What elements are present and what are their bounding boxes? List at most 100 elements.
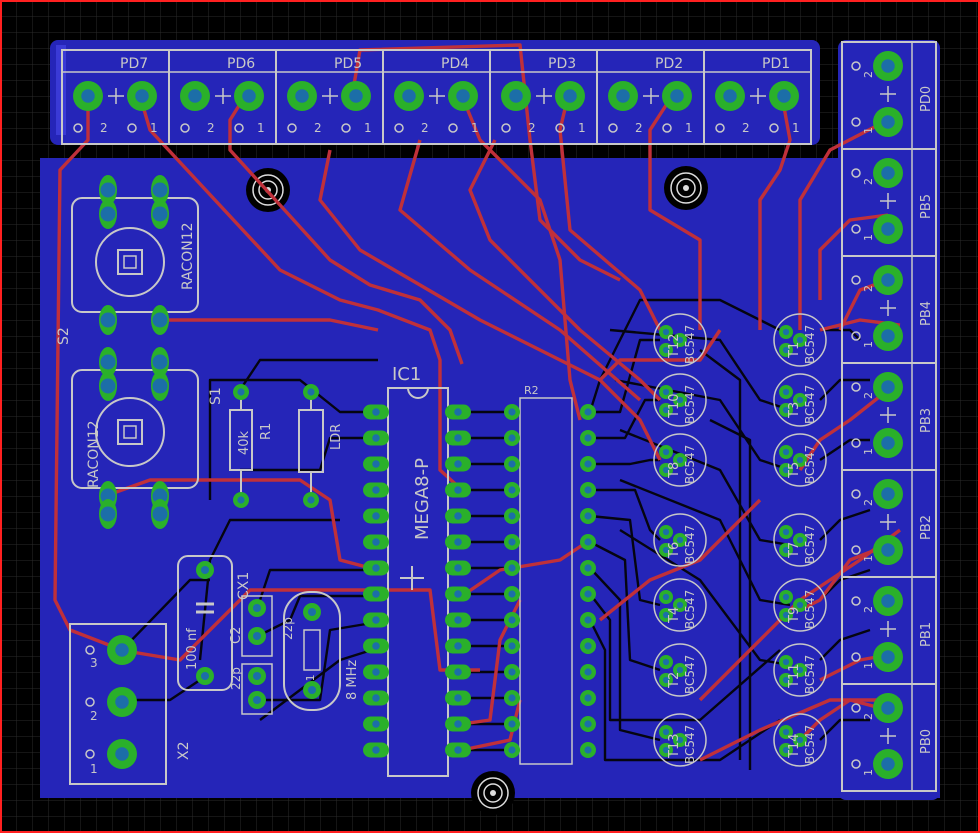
solder-pad bbox=[303, 492, 319, 508]
pin-number: 2 bbox=[862, 392, 875, 399]
pin-number: 2 bbox=[742, 121, 750, 135]
solder-pad bbox=[99, 199, 117, 229]
transistor-name: T14 bbox=[787, 734, 802, 759]
solder-pad bbox=[151, 347, 169, 377]
solder-pad bbox=[341, 81, 371, 111]
capacitor-c2 bbox=[241, 595, 273, 715]
solder-pad bbox=[873, 479, 903, 509]
transistor-part: BC547 bbox=[683, 725, 697, 764]
component-pads bbox=[85, 175, 596, 769]
solder-pad bbox=[659, 385, 673, 399]
pin-number: 2 bbox=[862, 606, 875, 613]
transistor-part: BC547 bbox=[683, 590, 697, 629]
header-label: PB0 bbox=[919, 729, 934, 754]
solder-pad bbox=[363, 664, 389, 680]
header-label: PD2 bbox=[655, 56, 683, 72]
transistor-part: BC547 bbox=[683, 385, 697, 424]
solder-pad bbox=[107, 739, 137, 769]
solder-pad bbox=[793, 533, 807, 547]
mounting-holes bbox=[246, 166, 708, 815]
solder-pad bbox=[504, 586, 520, 602]
pin-marker bbox=[85, 749, 95, 759]
solder-pad bbox=[779, 608, 793, 622]
transistor-name: T7 bbox=[787, 542, 802, 559]
transistor-name: T9 bbox=[787, 607, 802, 624]
solder-pad bbox=[363, 560, 389, 576]
transistor-part: BC547 bbox=[803, 655, 817, 694]
transistor-part: BC547 bbox=[803, 525, 817, 564]
transistor-name: T5 bbox=[787, 462, 802, 479]
pin-number: 2 bbox=[421, 121, 429, 135]
header-label: PD5 bbox=[334, 56, 362, 72]
r2-name: R2 bbox=[524, 384, 539, 397]
solder-pad bbox=[873, 321, 903, 351]
transistor-name: T13 bbox=[667, 734, 682, 759]
solder-pad bbox=[779, 743, 793, 757]
solder-pad bbox=[99, 175, 117, 205]
solder-pad bbox=[363, 690, 389, 706]
solder-pad bbox=[580, 690, 596, 706]
solder-pad bbox=[659, 343, 673, 357]
solder-pad bbox=[99, 305, 117, 335]
ic1-name: IC1 bbox=[392, 364, 421, 385]
solder-pad bbox=[580, 716, 596, 732]
solder-pad bbox=[504, 690, 520, 706]
pin-number: 1 bbox=[862, 127, 875, 134]
solder-pad bbox=[659, 525, 673, 539]
solder-pad bbox=[504, 508, 520, 524]
solder-pad bbox=[873, 265, 903, 295]
solder-pad bbox=[873, 535, 903, 565]
s2-part: RACON12 bbox=[180, 222, 196, 290]
solder-pad bbox=[779, 725, 793, 739]
solder-pad bbox=[779, 525, 793, 539]
solder-pad bbox=[107, 635, 137, 665]
solder-pad bbox=[659, 543, 673, 557]
solder-pad bbox=[363, 638, 389, 654]
solder-pad bbox=[445, 586, 471, 602]
solder-pad bbox=[445, 404, 471, 420]
solder-pad bbox=[659, 608, 673, 622]
pin-number: 2 bbox=[862, 499, 875, 506]
solder-pad bbox=[445, 612, 471, 628]
transistor-part: BC547 bbox=[683, 445, 697, 484]
solder-pad bbox=[673, 663, 687, 677]
solder-pad bbox=[769, 81, 799, 111]
solder-pad bbox=[659, 325, 673, 339]
solder-pad bbox=[504, 638, 520, 654]
solder-pad bbox=[287, 81, 317, 111]
solder-pad bbox=[504, 430, 520, 446]
potentiometer-s1 bbox=[71, 369, 199, 489]
solder-pad bbox=[673, 453, 687, 467]
solder-pad bbox=[873, 428, 903, 458]
solder-pad bbox=[99, 499, 117, 529]
transistor-name: T1 bbox=[787, 342, 802, 359]
solder-pad bbox=[394, 81, 424, 111]
mounting-hole bbox=[664, 166, 708, 210]
transistor-part: BC547 bbox=[803, 385, 817, 424]
pin-number: 1 bbox=[862, 769, 875, 776]
x2-pin-label: 2 bbox=[90, 709, 98, 723]
header-label: PD1 bbox=[762, 56, 790, 72]
solder-pad bbox=[233, 384, 249, 400]
transistor-name: T8 bbox=[667, 462, 682, 479]
solder-pad bbox=[99, 347, 117, 377]
solder-pad bbox=[73, 81, 103, 111]
solder-pad bbox=[659, 463, 673, 477]
solder-pad bbox=[873, 749, 903, 779]
transistor-part: BC547 bbox=[803, 590, 817, 629]
solder-pad bbox=[779, 655, 793, 669]
solder-pad bbox=[445, 534, 471, 550]
x2-pin-label: 1 bbox=[90, 762, 98, 776]
ldr-name: LDR bbox=[329, 424, 344, 450]
